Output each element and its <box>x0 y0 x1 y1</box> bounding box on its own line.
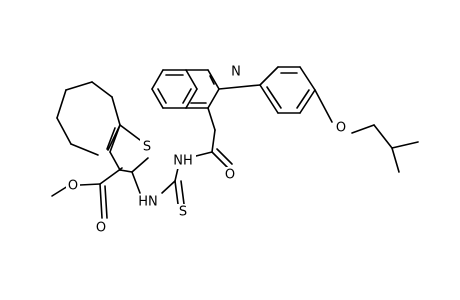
atom-o-ester-double: O <box>96 221 106 236</box>
quinoline-pyridine-ring <box>185 69 220 109</box>
atom-o-ether: O <box>336 121 346 136</box>
cycloheptane-ring <box>56 81 121 156</box>
isobutoxyphenyl-ring <box>218 66 316 114</box>
atom-o-ester-single: O <box>68 179 78 194</box>
atom-o-amide: O <box>225 168 235 183</box>
amide-carbonyl <box>195 107 233 169</box>
atom-nh-amide: NH <box>173 154 193 169</box>
quinoline-benzo-ring <box>151 69 198 109</box>
atom-nh-thiourea: HN <box>138 195 158 210</box>
atom-s-thione: S <box>179 205 187 220</box>
isobutoxy-chain <box>314 89 419 173</box>
thiophene-ring <box>106 124 149 173</box>
atom-s-thiophene: S <box>143 140 151 155</box>
atom-n-quinoline: N <box>231 65 241 80</box>
atom-labels: N O S NH O HN S O O <box>66 64 348 236</box>
thiourea-linker <box>131 167 185 205</box>
methyl-ester-group <box>51 167 123 219</box>
